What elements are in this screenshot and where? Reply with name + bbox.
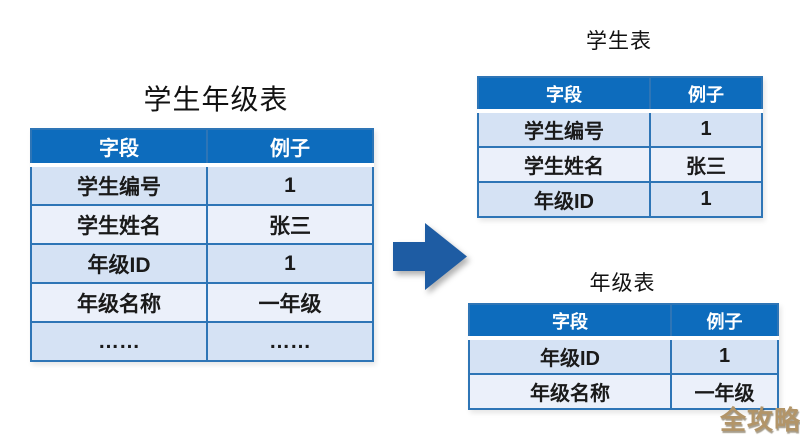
example-cell: 张三 — [649, 146, 763, 183]
example-cell: 张三 — [206, 204, 374, 245]
field-cell: 学生姓名 — [30, 204, 208, 245]
student-table: 字段 例子 学生编号 1 学生姓名 张三 年级ID 1 — [477, 76, 763, 218]
table-row: 年级ID 1 — [477, 181, 763, 218]
example-cell: 1 — [206, 243, 374, 284]
column-header-example: 例子 — [649, 76, 763, 113]
field-cell: 年级名称 — [468, 373, 672, 410]
column-header-field: 字段 — [477, 76, 651, 113]
header-row: 字段 例子 — [477, 76, 763, 113]
table-row: …… …… — [30, 321, 374, 362]
example-cell: 1 — [206, 164, 374, 206]
table-row: 学生姓名 张三 — [477, 146, 763, 183]
table-row: 年级ID 1 — [30, 243, 374, 284]
example-cell: 1 — [649, 110, 763, 148]
column-header-field: 字段 — [30, 128, 208, 167]
table-row: 年级名称 一年级 — [468, 373, 779, 410]
field-cell: 学生编号 — [477, 110, 651, 148]
example-cell: 1 — [670, 337, 779, 375]
table-row: 学生编号 1 — [477, 110, 763, 148]
table-row: 学生姓名 张三 — [30, 204, 374, 245]
source-table: 字段 例子 学生编号 1 学生姓名 张三 年级ID 1 年级名称 一年级 …… — [30, 128, 374, 362]
grade-table: 字段 例子 年级ID 1 年级名称 一年级 — [468, 303, 779, 410]
example-cell: 1 — [649, 181, 763, 218]
example-cell: 一年级 — [206, 282, 374, 323]
example-cell: …… — [206, 321, 374, 362]
field-cell: 年级ID — [468, 337, 672, 375]
source-table-title: 学生年级表 — [143, 83, 289, 116]
field-cell: 学生编号 — [30, 164, 208, 206]
field-cell: 学生姓名 — [477, 146, 651, 183]
field-cell: 年级名称 — [30, 282, 208, 323]
field-cell: …… — [30, 321, 208, 362]
field-cell: 年级ID — [477, 181, 651, 218]
header-row: 字段 例子 — [468, 303, 779, 340]
grade-table-title: 年级表 — [589, 271, 656, 295]
field-cell: 年级ID — [30, 243, 208, 284]
column-header-example: 例子 — [670, 303, 779, 340]
right-arrow-icon — [393, 223, 467, 290]
table-row: 年级名称 一年级 — [30, 282, 374, 323]
table-row: 学生编号 1 — [30, 164, 374, 206]
header-row: 字段 例子 — [30, 128, 374, 167]
column-header-example: 例子 — [206, 128, 374, 167]
watermark: 全攻略 — [720, 405, 800, 435]
example-cell: 一年级 — [670, 373, 779, 410]
column-header-field: 字段 — [468, 303, 672, 340]
student-table-title: 学生表 — [586, 29, 652, 53]
table-row: 年级ID 1 — [468, 337, 779, 375]
